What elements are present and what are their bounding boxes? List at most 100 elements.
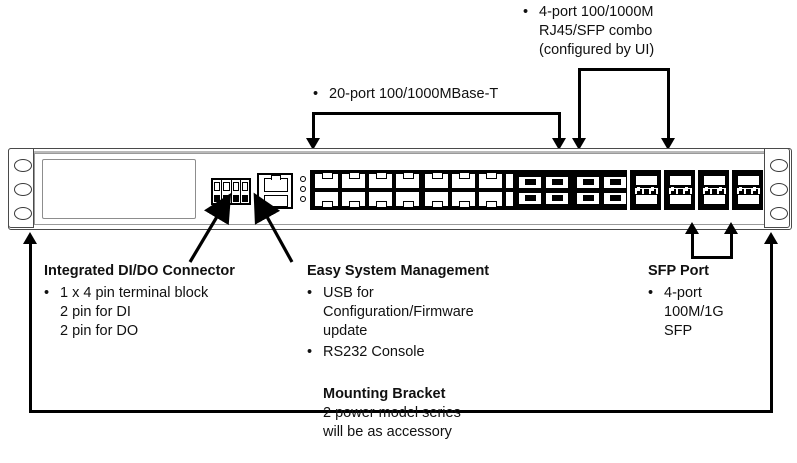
sfp-cage xyxy=(664,170,695,210)
combo-ports-line1: 4-port 100/1000M xyxy=(539,4,654,20)
rj45-port xyxy=(341,191,366,207)
combo-port xyxy=(575,191,600,205)
console-usb-block xyxy=(257,173,293,209)
combo-port xyxy=(517,191,542,205)
sfp-marker xyxy=(746,189,751,194)
annotation-di-do: Integrated DI/DO Connector • 1 x 4 pin t… xyxy=(44,262,235,341)
system-mgmt-usb-line2: Configuration/Firmware xyxy=(323,304,474,320)
sfp-latch xyxy=(737,188,760,195)
leader-mount-right-stem xyxy=(770,243,773,413)
combo-port-row xyxy=(516,175,570,190)
sfp-line3: SFP xyxy=(664,323,693,339)
sfp-cage xyxy=(732,170,763,210)
sfp-marker xyxy=(637,189,642,194)
leader-mount-left-stem xyxy=(29,243,32,413)
sfp-cage xyxy=(698,170,729,210)
rj45-port xyxy=(314,173,339,189)
combo-ports-line3: (configured by UI) xyxy=(539,42,655,58)
leader-sfp-right-stem xyxy=(730,232,733,259)
arrow-combo-left xyxy=(572,138,586,150)
terminal-block xyxy=(211,178,251,205)
system-mgmt-heading: Easy System Management xyxy=(307,263,490,279)
leader-combo-right-stem xyxy=(667,68,670,140)
arrow-rj45-right xyxy=(552,138,566,150)
sfp-slot xyxy=(703,194,726,205)
bullet-icon: • xyxy=(648,285,654,301)
sfp-marker xyxy=(685,189,690,194)
rj45-port xyxy=(395,191,420,207)
rack-hole-icon xyxy=(770,207,788,220)
terminal-pin xyxy=(222,180,232,203)
sfp-slot xyxy=(669,194,692,205)
rack-ear-left xyxy=(8,148,34,228)
rj45-port xyxy=(368,173,393,189)
mounting-heading: Mounting Bracket xyxy=(323,386,446,402)
sfp-line1: 4-port xyxy=(664,285,702,301)
arrow-combo-right xyxy=(661,138,675,150)
rj45-ports-label: 20-port 100/1000MBase-T xyxy=(329,86,499,102)
rj45-port xyxy=(478,191,503,207)
rack-hole-icon xyxy=(14,183,32,196)
sfp-slot xyxy=(737,175,760,186)
sfp-tick xyxy=(719,187,722,191)
sfp-marker xyxy=(712,189,717,194)
rj45-port xyxy=(424,191,449,207)
sfp-latch xyxy=(669,188,692,195)
sfp-tick xyxy=(739,187,742,191)
leader-mount-bottom xyxy=(29,410,773,413)
arrow-mount-right xyxy=(764,232,778,244)
sfp-slot xyxy=(635,194,658,205)
combo-port-group xyxy=(573,172,629,208)
led-icon xyxy=(300,196,306,202)
led-icon xyxy=(300,186,306,192)
leader-rj45-bracket-top xyxy=(312,112,561,115)
mounting-line2: will be as accessory xyxy=(323,424,452,440)
bullet-icon: • xyxy=(523,4,529,20)
arrow-sfp-right xyxy=(724,222,738,234)
sfp-tick xyxy=(671,187,674,191)
di-do-heading: Integrated DI/DO Connector xyxy=(44,263,235,279)
sfp-marker xyxy=(705,189,710,194)
rj45-port xyxy=(314,191,339,207)
annotation-rj45-ports: • 20-port 100/1000MBase-T xyxy=(313,85,498,104)
annotation-combo-ports: • 4-port 100/1000M RJ45/SFP combo (confi… xyxy=(523,3,654,60)
combo-port-row xyxy=(516,191,570,206)
sfp-slot xyxy=(703,175,726,186)
sfp-slot xyxy=(737,194,760,205)
leader-sfp-bracket xyxy=(691,256,733,259)
combo-port-group xyxy=(515,172,573,208)
combo-port xyxy=(517,175,542,189)
sfp-marker xyxy=(719,189,724,194)
combo-ports-line2: RJ45/SFP combo xyxy=(539,23,653,39)
leader-rj45-left-stem xyxy=(312,112,315,140)
rj45-port-group xyxy=(312,172,422,208)
system-mgmt-usb-line1: USB for xyxy=(323,285,374,301)
bullet-icon: • xyxy=(313,86,319,102)
led-icon xyxy=(300,176,306,182)
usb-port-icon xyxy=(264,195,288,207)
sfp-slot xyxy=(635,175,658,186)
rj45-port xyxy=(395,173,420,189)
combo-port xyxy=(575,175,600,189)
terminal-pin xyxy=(240,180,249,203)
bullet-icon: • xyxy=(307,344,313,360)
sfp-marker xyxy=(739,189,744,194)
sfp-tick xyxy=(651,187,654,191)
rj45-port xyxy=(341,173,366,189)
annotation-sfp-port: SFP Port • 4-port 100M/1G SFP xyxy=(648,262,724,341)
arrow-mount-left xyxy=(23,232,37,244)
combo-port xyxy=(602,175,627,189)
blank-panel xyxy=(42,159,196,219)
system-mgmt-console: RS232 Console xyxy=(323,344,425,360)
sfp-marker xyxy=(644,189,649,194)
rj45-port-bank xyxy=(310,170,530,210)
rack-hole-icon xyxy=(770,183,788,196)
sfp-marker xyxy=(753,189,758,194)
rj45-port-row xyxy=(313,191,421,207)
sfp-slot xyxy=(669,175,692,186)
leader-combo-bracket-top xyxy=(578,68,670,71)
annotation-mounting-bracket: Mounting Bracket 2 power model series wi… xyxy=(323,385,461,442)
combo-port xyxy=(544,175,569,189)
rj45-port xyxy=(424,173,449,189)
sfp-marker xyxy=(671,189,676,194)
